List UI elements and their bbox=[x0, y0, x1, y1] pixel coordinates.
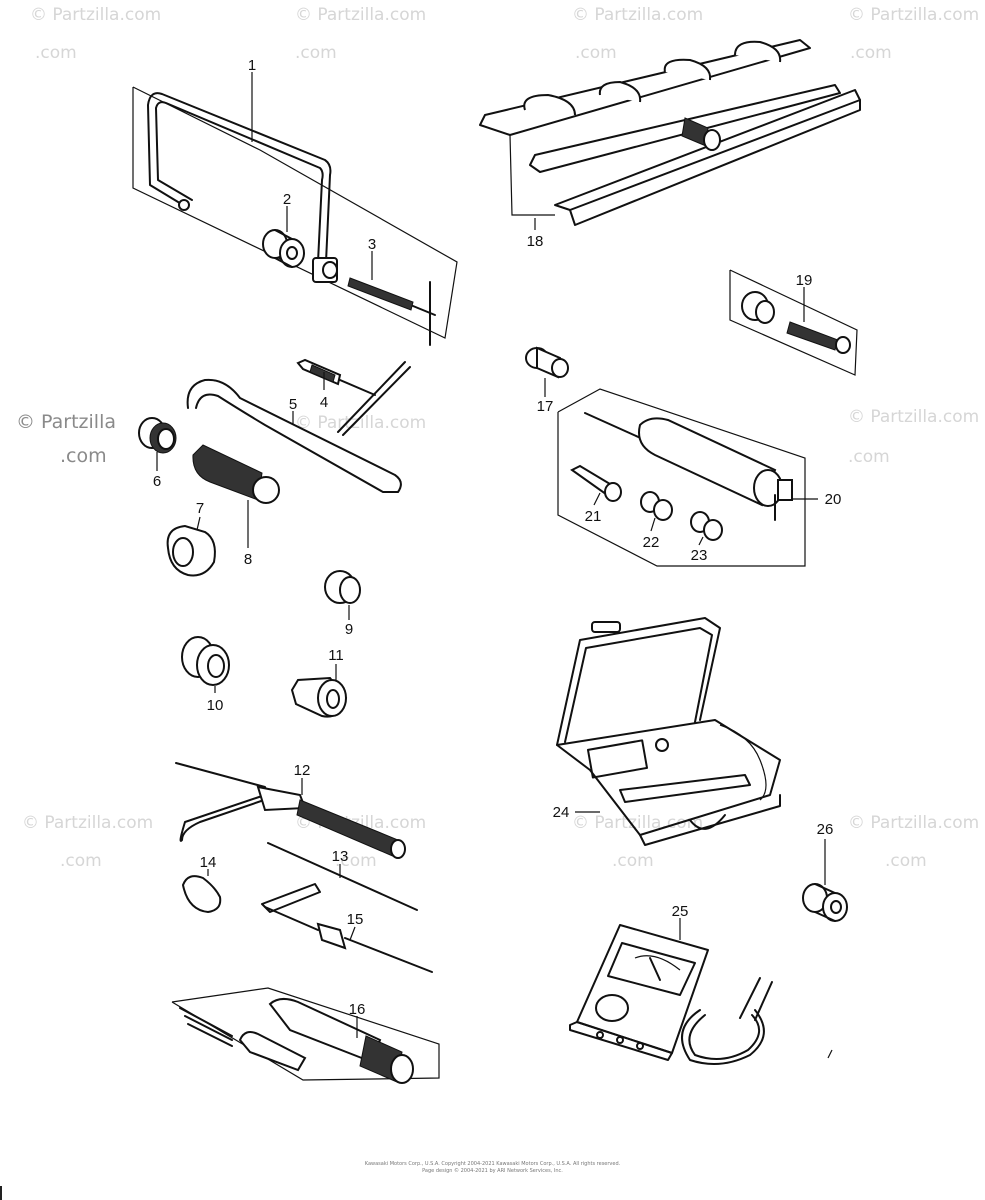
watermark-text: © Partzilla.com bbox=[295, 5, 426, 25]
watermark-text: .com bbox=[35, 43, 77, 63]
copyright-line-1: Kawasaki Motors Corp., U.S.A. Copyright … bbox=[364, 1161, 621, 1167]
watermark-text: © Partzilla.com bbox=[22, 813, 153, 833]
part-5-hook-spanner bbox=[186, 378, 402, 493]
part-15-t-driver bbox=[261, 883, 433, 973]
part-23-adapter bbox=[690, 511, 723, 541]
edge-mark bbox=[0, 1186, 2, 1200]
part-1-handle bbox=[132, 86, 458, 339]
leader-lines bbox=[156, 72, 826, 1038]
callout-13: 13 bbox=[332, 848, 349, 865]
callout-25: 25 bbox=[672, 903, 689, 920]
callout-14: 14 bbox=[200, 854, 217, 871]
callout-24: 24 bbox=[553, 804, 570, 821]
watermark-text: © Partzilla.com bbox=[30, 5, 161, 25]
part-8-knurled-tool bbox=[192, 444, 280, 504]
part-19-bolt-set bbox=[729, 269, 858, 376]
callout-18: 18 bbox=[527, 233, 544, 250]
callout-9: 9 bbox=[345, 621, 353, 638]
callout-10: 10 bbox=[207, 697, 224, 714]
callout-26: 26 bbox=[817, 821, 834, 838]
callout-15: 15 bbox=[347, 911, 364, 928]
watermarks: © Partzilla.com © Partzilla.com © Partzi… bbox=[16, 5, 979, 871]
part-18-holder-frame bbox=[479, 39, 861, 230]
part-14-plug bbox=[181, 875, 222, 914]
part-6-adapter bbox=[138, 417, 177, 454]
part-26-nut bbox=[802, 883, 848, 922]
watermark-text: .com bbox=[848, 447, 890, 467]
callout-1: 1 bbox=[248, 57, 256, 74]
part-3-threaded-bar bbox=[347, 277, 436, 346]
callout-labels: 1 2 3 4 5 6 7 8 9 10 11 12 13 14 15 16 1… bbox=[153, 57, 842, 1018]
callout-5: 5 bbox=[289, 396, 297, 413]
part-17-fitting bbox=[525, 346, 569, 379]
callout-4: 4 bbox=[320, 394, 328, 411]
callout-12: 12 bbox=[294, 762, 311, 779]
watermark-text: .com bbox=[575, 43, 617, 63]
watermark-text: .com bbox=[885, 851, 927, 871]
part-11-sleeve bbox=[290, 676, 348, 718]
watermark-text: .com bbox=[612, 851, 654, 871]
part-13-wire bbox=[267, 842, 418, 911]
copyright-line-2: Page design © 2004-2021 by ARI Network S… bbox=[422, 1168, 563, 1174]
watermark-text: .com bbox=[850, 43, 892, 63]
part-21-adapter bbox=[570, 464, 622, 502]
part-20-slide-hammer bbox=[557, 388, 806, 567]
part-9-cap bbox=[324, 570, 361, 604]
part-22-adapter bbox=[640, 491, 673, 521]
watermark-text: © Partzilla.com bbox=[295, 413, 426, 433]
part-25-multimeter bbox=[569, 924, 773, 1065]
part-16-tool-set bbox=[171, 987, 440, 1084]
part-2-socket bbox=[262, 229, 305, 268]
watermark-text: .com bbox=[60, 851, 102, 871]
part-10-ring bbox=[181, 636, 230, 686]
watermark-text: © Partzilla.com bbox=[848, 407, 979, 427]
callout-2: 2 bbox=[283, 191, 291, 208]
callout-19: 19 bbox=[796, 272, 813, 289]
watermark-text: .com bbox=[295, 43, 337, 63]
watermark-text: © Partzilla.com bbox=[572, 5, 703, 25]
part-4-t-tool bbox=[296, 358, 411, 436]
watermark-text: © Partzilla.com bbox=[572, 813, 703, 833]
part-7-plug bbox=[166, 524, 216, 577]
callout-17: 17 bbox=[537, 398, 554, 415]
watermark-text: © Partzilla.com bbox=[848, 813, 979, 833]
callout-11: 11 bbox=[328, 647, 344, 664]
watermark-text: © Partzilla.com bbox=[848, 5, 979, 25]
callout-23: 23 bbox=[691, 547, 708, 564]
callout-22: 22 bbox=[643, 534, 660, 551]
part-12-pliers bbox=[175, 762, 406, 859]
callout-6: 6 bbox=[153, 473, 161, 490]
stray-mark bbox=[827, 1049, 833, 1059]
callout-8: 8 bbox=[244, 551, 252, 568]
watermark-text: .com bbox=[60, 445, 107, 467]
part-24-tester-case bbox=[556, 617, 781, 846]
callout-7: 7 bbox=[196, 500, 204, 517]
callout-20: 20 bbox=[825, 491, 842, 508]
callout-21: 21 bbox=[585, 508, 602, 525]
watermark-text: .com bbox=[335, 851, 377, 871]
callout-3: 3 bbox=[368, 236, 376, 253]
watermark-text: © Partzilla bbox=[16, 411, 116, 433]
callout-16: 16 bbox=[349, 1001, 366, 1018]
